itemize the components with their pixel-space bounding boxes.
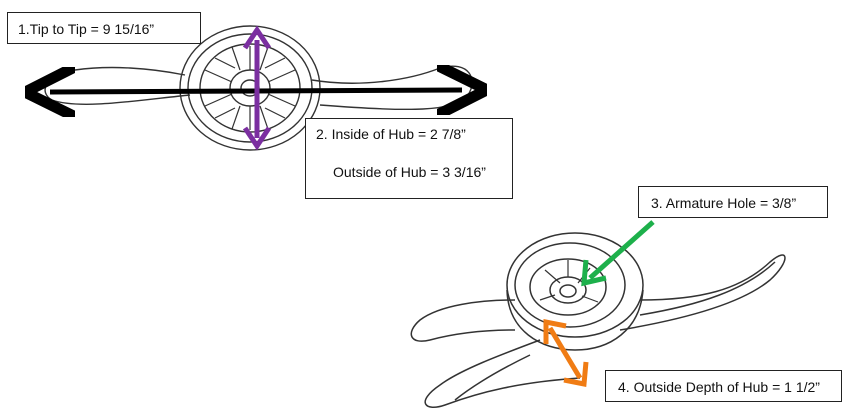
armature-hole-text: 3. Armature Hole = 3/8” xyxy=(651,195,797,211)
outside-depth-label: 4. Outside Depth of Hub = 1 1/2” xyxy=(605,370,842,402)
outside-hub-text: Outside of Hub = 3 3/16” xyxy=(333,163,486,180)
hub-spokes xyxy=(204,46,296,130)
hub-core-perspective xyxy=(549,276,587,304)
blade-left-upper xyxy=(410,299,516,342)
outside-depth-text: 4. Outside Depth of Hub = 1 1/2” xyxy=(618,379,820,395)
hub-front-ring xyxy=(514,242,626,328)
hub-outer-ring-perspective xyxy=(506,232,644,338)
armature-hole xyxy=(559,284,577,298)
blade-upper-right xyxy=(619,254,786,331)
hub-diameter-arrow xyxy=(242,25,272,151)
armature-hole-label: 3. Armature Hole = 3/8” xyxy=(638,186,828,218)
hub-depth-side xyxy=(506,289,644,351)
blade-upper-right-inner xyxy=(639,261,776,316)
hub-inner-ring-perspective xyxy=(529,258,607,316)
propeller-blade-left xyxy=(44,66,191,105)
armature-hole-arrow xyxy=(581,220,655,287)
propeller-perspective-view xyxy=(410,232,786,409)
inside-hub-text: 2. Inside of Hub = 2 7/8” xyxy=(316,126,466,142)
blade-lower-left-inner xyxy=(454,354,531,401)
blade-lower-left xyxy=(424,339,581,409)
tip-to-tip-label: 1.Tip to Tip = 9 15/16” xyxy=(7,12,201,44)
tip-to-tip-text: 1.Tip to Tip = 9 15/16” xyxy=(18,21,155,37)
hub-core xyxy=(229,69,271,107)
hub-size-label: 2. Inside of Hub = 2 7/8” Outside of Hub… xyxy=(305,118,513,199)
outside-depth-arrow xyxy=(543,318,589,387)
